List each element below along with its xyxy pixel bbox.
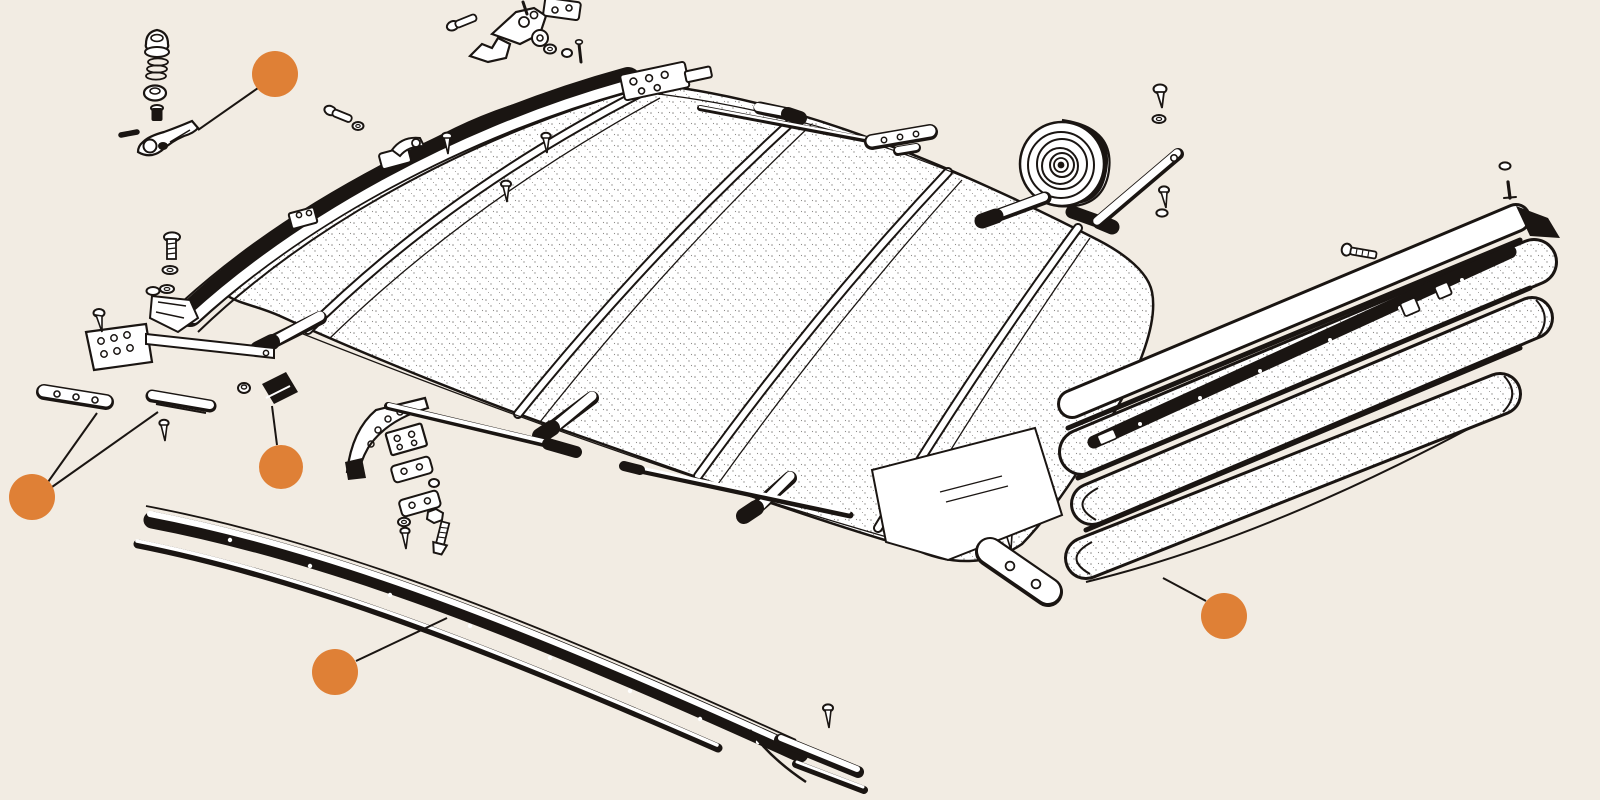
front-bow-rail — [133, 505, 868, 794]
marker-5-folded-top-stack[interactable] — [1201, 593, 1247, 639]
marker-4-front-bow-rail[interactable] — [312, 649, 358, 695]
mid-hardware-cluster — [345, 396, 582, 556]
callout-line-marker-3 — [271, 405, 278, 446]
bow-bars — [619, 105, 871, 519]
webbing-roll — [864, 118, 1184, 229]
header-hook-stack — [118, 28, 200, 157]
folded-top-stack — [870, 203, 1560, 607]
front-header-rail — [148, 61, 713, 334]
callout-line-marker-5 — [1162, 577, 1207, 602]
callout-line-marker-1 — [197, 87, 259, 131]
rail-bracket — [287, 206, 319, 230]
callout-line-marker-2 — [47, 412, 98, 483]
rail-latch — [378, 136, 426, 170]
marker-3-wedge-packing[interactable] — [259, 445, 303, 489]
callout-markers — [9, 51, 1247, 695]
callout-line-marker-4 — [355, 617, 448, 662]
marker-2-retainer-strip-set[interactable] — [9, 474, 55, 520]
bow-loop-pockets — [250, 81, 1120, 524]
rail-bolt-washers — [159, 231, 181, 294]
marker-1-header-hook-fitting[interactable] — [252, 51, 298, 97]
rail-screws — [323, 104, 552, 203]
canvas-top-panel — [226, 80, 1155, 563]
left-bracket-group — [36, 286, 298, 442]
toggle-latch-assembly — [445, 0, 584, 64]
callout-line-marker-2 — [51, 411, 159, 488]
